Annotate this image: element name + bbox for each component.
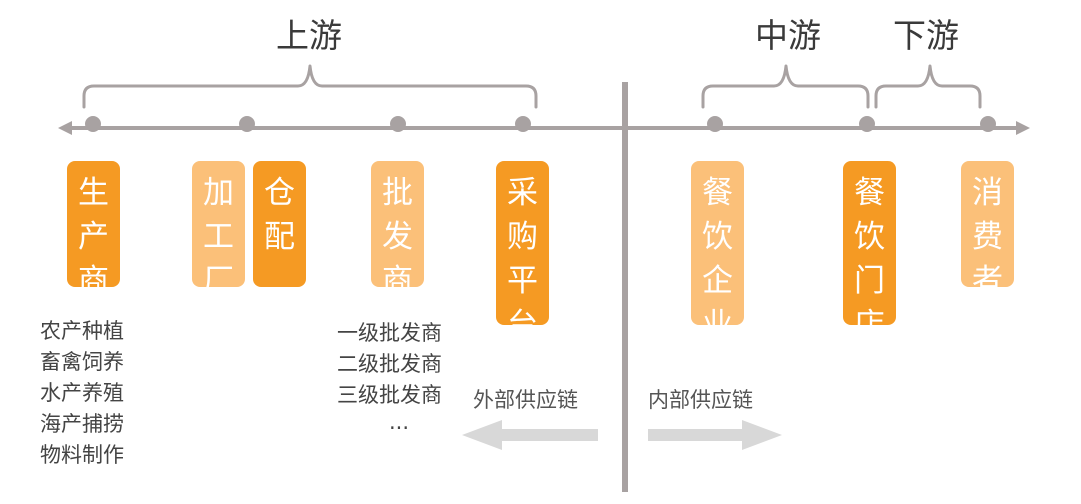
axis-left-arrowhead <box>58 121 72 135</box>
box-char: 产 <box>78 219 109 255</box>
box-char: 发 <box>382 219 413 255</box>
producer-note: 物料制作 <box>40 443 124 467</box>
timeline-dots <box>85 116 996 132</box>
box-char: 者 <box>972 263 1003 299</box>
wholesaler-box: 批发商 <box>371 161 424 299</box>
producer-note: 畜禽饲养 <box>40 350 124 374</box>
box-char: 饮 <box>854 219 885 255</box>
box-char: 商 <box>382 263 413 299</box>
box-char: 批 <box>382 175 413 211</box>
box-char: 仓 <box>264 175 295 211</box>
processing-plant-box: 加工厂 <box>192 161 245 299</box>
box-char: 生 <box>78 175 109 211</box>
box-char: 厂 <box>203 263 234 299</box>
box-char: 购 <box>507 219 538 255</box>
wholesaler-note: 二级批发商 <box>337 352 442 376</box>
wholesaler-note-ellipsis: ... <box>389 410 410 434</box>
box-char: 业 <box>702 307 733 343</box>
midstream-brace <box>701 64 870 109</box>
external-chain-label: 外部供应链 <box>473 388 578 412</box>
downstream-brace <box>874 64 982 109</box>
wholesaler-note: 一级批发商 <box>337 321 442 345</box>
external-chain-arrow <box>462 420 598 450</box>
timeline-axis <box>58 121 1030 135</box>
box-char: 平 <box>507 263 538 299</box>
timeline-dot <box>390 116 406 132</box>
midstream-title: 中游 <box>755 16 821 55</box>
box-char: 加 <box>203 175 234 211</box>
box-char: 工 <box>203 219 234 255</box>
axis-right-arrowhead <box>1016 121 1030 135</box>
wholesaler-notes: 一级批发商 二级批发商 三级批发商 ... <box>337 318 442 433</box>
producer-note: 海产捕捞 <box>40 412 124 436</box>
box-char: 餐 <box>854 175 885 211</box>
timeline-dot <box>980 116 996 132</box>
box-char: 消 <box>972 175 1003 211</box>
upstream-brace <box>82 64 538 109</box>
wholesaler-note: 三级批发商 <box>337 383 442 407</box>
box-char: 配 <box>264 219 295 255</box>
box-char: 企 <box>702 263 733 299</box>
producer-notes: 农产种植 畜禽饲养 水产养殖 海产捕捞 物料制作 <box>40 316 124 471</box>
producer-note: 农产种植 <box>40 319 124 343</box>
timeline-dot <box>239 116 255 132</box>
upstream-title: 上游 <box>276 16 342 55</box>
box-char: 商 <box>78 263 109 299</box>
producer-box: 生产商 <box>67 161 120 299</box>
warehouse-box: 仓配 <box>253 161 306 287</box>
timeline-dot <box>859 116 875 132</box>
box-char: 餐 <box>702 175 733 211</box>
procurement-platform-box: 采购平台 <box>496 161 549 343</box>
box-char: 费 <box>972 219 1003 255</box>
box-char: 饮 <box>702 219 733 255</box>
box-char: 门 <box>854 263 885 299</box>
restaurant-store-box: 餐饮门店 <box>843 161 896 343</box>
box-char: 店 <box>854 307 885 343</box>
internal-chain-arrow <box>648 420 782 450</box>
consumer-box: 消费者 <box>961 161 1014 299</box>
timeline-dot <box>515 116 531 132</box>
restaurant-enterprise-box: 餐饮企业 <box>691 161 744 343</box>
timeline-dot <box>85 116 101 132</box>
box-char: 采 <box>507 175 538 211</box>
producer-note: 水产养殖 <box>40 381 124 405</box>
internal-chain-label: 内部供应链 <box>648 388 753 412</box>
downstream-title: 下游 <box>893 16 959 55</box>
box-char: 台 <box>507 307 538 343</box>
timeline-dot <box>707 116 723 132</box>
